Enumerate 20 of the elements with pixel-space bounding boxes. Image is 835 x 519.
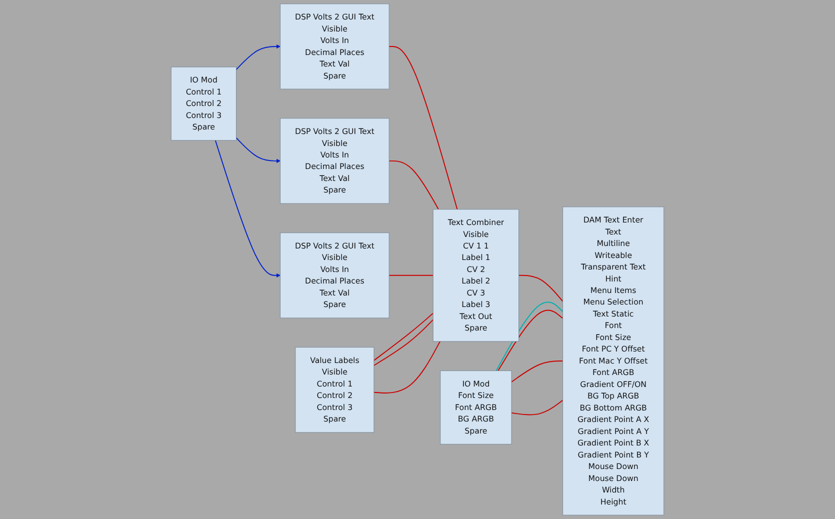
node-box: [295, 347, 374, 433]
arrow: [214, 140, 280, 278]
connector: [518, 274, 564, 302]
node-box: [562, 206, 664, 516]
node-box: [440, 370, 512, 444]
node-box: [280, 232, 390, 318]
connector: [373, 340, 441, 394]
arrow: [236, 137, 280, 164]
connector: [373, 319, 434, 366]
arrow: [236, 44, 280, 70]
node-box: [170, 66, 236, 141]
connector: [388, 46, 458, 210]
node-box: [280, 4, 390, 90]
connector: [388, 274, 434, 276]
connector: [511, 360, 564, 382]
node-box: [432, 209, 520, 342]
connector: [388, 160, 440, 210]
connector: [511, 400, 564, 416]
node-box: [280, 118, 390, 204]
connector: [373, 312, 434, 361]
